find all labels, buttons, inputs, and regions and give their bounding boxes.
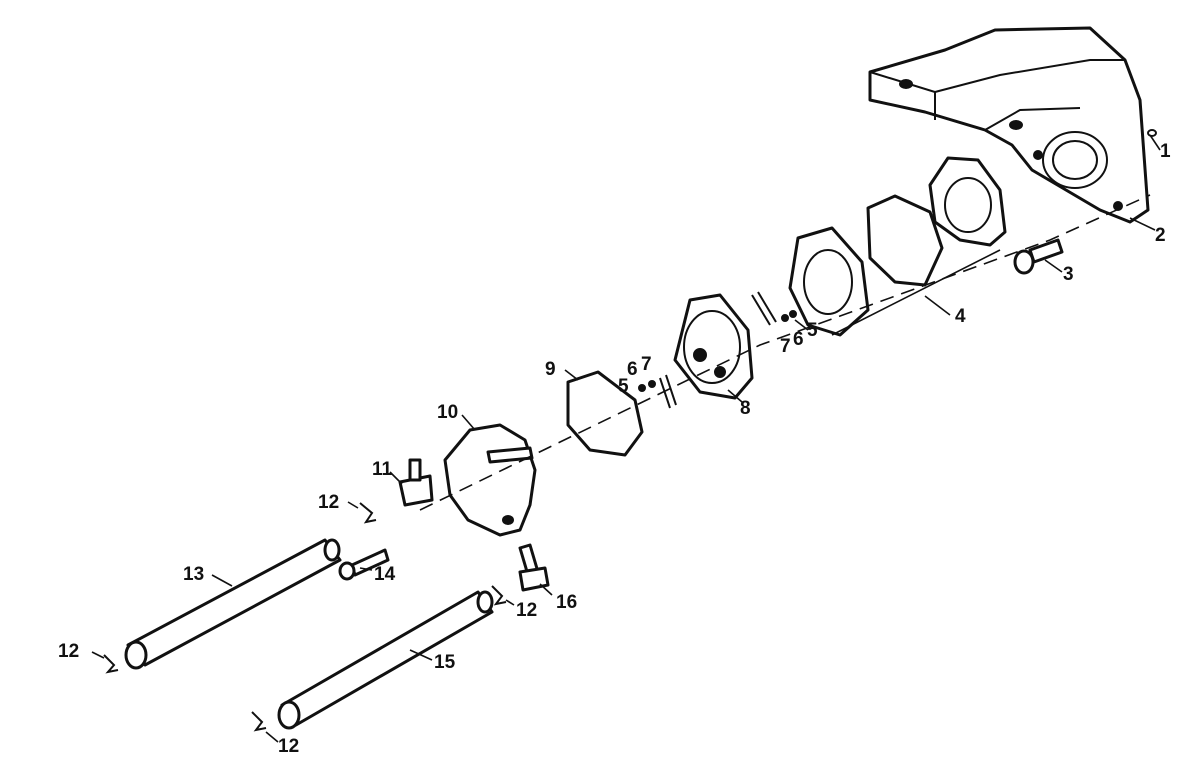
callout-14: 14 xyxy=(374,564,396,585)
clamps-part-12 xyxy=(103,502,507,732)
callout-4: 4 xyxy=(955,306,966,327)
mounting-bracket xyxy=(868,26,1150,224)
callout-1: 1 xyxy=(1160,141,1171,162)
small-parts-5-6-7 xyxy=(638,291,797,409)
callout-16: 16 xyxy=(556,592,577,613)
callout-7b: 7 xyxy=(641,354,652,375)
callout-12c: 12 xyxy=(516,600,537,621)
callout-9: 9 xyxy=(545,359,556,380)
callout-3: 3 xyxy=(1063,264,1074,285)
pump-body-part-8 xyxy=(673,293,754,400)
callout-2: 2 xyxy=(1155,225,1166,246)
callout-6b: 6 xyxy=(627,359,638,380)
callout-8: 8 xyxy=(740,398,751,419)
callout-12b: 12 xyxy=(58,641,79,662)
callout-6a: 6 xyxy=(793,329,804,350)
callout-12d: 12 xyxy=(278,736,299,757)
elbow-fitting-part-11 xyxy=(398,458,434,507)
bolt-part-3 xyxy=(1013,238,1064,275)
callout-7a: 7 xyxy=(780,336,791,357)
callout-15: 15 xyxy=(434,652,456,673)
gasket-part-9 xyxy=(566,370,644,457)
callout-10: 10 xyxy=(437,402,458,423)
gasket-set-part-4 xyxy=(788,156,1007,337)
callout-13: 13 xyxy=(183,564,204,585)
assembly-axis xyxy=(419,194,1151,511)
gasket-group-bracket xyxy=(831,249,1001,336)
callout-11: 11 xyxy=(372,459,393,480)
pump-cover-part-10 xyxy=(443,423,537,537)
hose-part-15 xyxy=(277,590,494,730)
callout-5a: 5 xyxy=(807,320,818,341)
washer-part-1 xyxy=(1147,129,1157,137)
leader-lines xyxy=(91,134,1161,743)
hose-part-13 xyxy=(124,538,342,670)
elbow-fitting-part-16 xyxy=(518,543,550,592)
callout-12a: 12 xyxy=(318,492,339,513)
callout-5b: 5 xyxy=(618,376,629,397)
